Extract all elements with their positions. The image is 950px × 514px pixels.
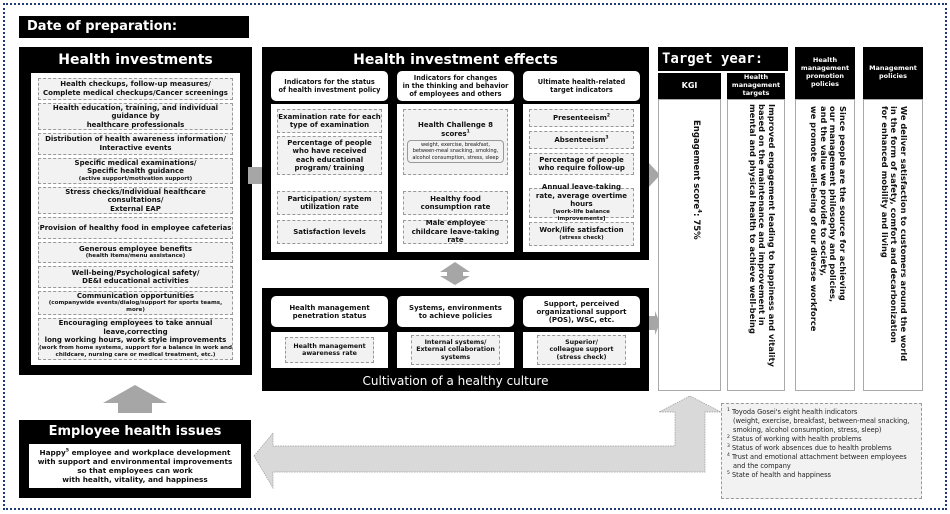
health-management-targets-text: Improved engagement leading to happiness… xyxy=(748,104,777,367)
footnote-line: and the company xyxy=(733,462,791,470)
management-policies-text: We deliver satisfaction to customers aro… xyxy=(880,106,909,362)
effects-col-body-policy-status: Examination rate for each type of examin… xyxy=(271,104,388,252)
indicator-presenteeism: Presenteeism2 xyxy=(529,109,634,127)
promotion-policies-body: Since people are the source for achievin… xyxy=(795,99,855,391)
effects-col-body-behavior-change: Health Challenge 8 scores1 weight, exerc… xyxy=(397,104,514,252)
effects-col-header-behavior-change: Indicators for changes in the thinking a… xyxy=(397,71,514,101)
footnote-line: smoking, alcohol consumption, stress, sl… xyxy=(733,426,882,434)
health-investments-list: Health checkups, follow-up measures/Comp… xyxy=(31,73,240,365)
health-investment-item: Stress checks/Individual healthcare cons… xyxy=(38,186,233,215)
effects-col-body-ultimate-targets: Presenteeism2 Absenteeism3 Percentage of… xyxy=(523,104,640,252)
indicator-absenteeism: Absenteeism3 xyxy=(529,131,634,149)
indicator-work-life-satisfaction: Work/life satisfaction (stress check) xyxy=(529,222,634,246)
culture-body-systems: Internal systems/ External collaboration… xyxy=(397,332,514,368)
health-investments-panel: Health investments Health checkups, foll… xyxy=(19,47,252,375)
health-investment-item: Distribution of health awareness informa… xyxy=(38,133,233,155)
indicator-examination-rate: Examination rate for each type of examin… xyxy=(277,109,382,133)
health-investment-item: Communication opportunities(companywide … xyxy=(38,290,233,316)
health-investment-item: Health education, training, and individu… xyxy=(38,102,233,131)
culture-header-support: Support, perceived organizational suppor… xyxy=(523,296,640,327)
employee-health-issues-text: Happy5 employee and workplace developmen… xyxy=(29,444,241,488)
employee-health-issues-title: Employee health issues xyxy=(48,424,222,439)
effects-col-header-ultimate-targets: Ultimate health-related target indicator… xyxy=(523,71,640,101)
management-policies-body: We deliver satisfaction to customers aro… xyxy=(863,99,923,391)
health-investment-item: Health checkups, follow-up measures/Comp… xyxy=(38,78,233,100)
health-investment-item: Well-being/Psychological safety/DE&I edu… xyxy=(38,266,233,288)
culture-superior-colleague-support: Superior/ colleague support (stress chec… xyxy=(537,335,626,365)
kgi-engagement-score: Engagement score4: 75% xyxy=(691,120,702,240)
date-of-preparation: Date of preparation: September 2025 xyxy=(19,16,249,56)
health-investments-title: Health investments xyxy=(58,52,213,68)
health-investment-effects-panel: Health investment effects Indicators for… xyxy=(262,47,649,260)
culture-title: Cultivation of a healthy culture xyxy=(362,374,549,388)
culture-header-penetration: Health management penetration status xyxy=(271,296,388,327)
culture-awareness-rate: Health management awareness rate xyxy=(285,337,374,363)
target-year-title: Target year: 2030 xyxy=(658,47,788,91)
footnote-line: 4 Trust and emotional attachment between… xyxy=(727,452,907,461)
indicator-follow-up-percentage: Percentage of people who require follow-… xyxy=(529,153,634,175)
indicator-annual-leave-overtime: Annual leave-taking rate, average overti… xyxy=(529,183,634,222)
footnote-line: (weight, exercise, breakfast, between-me… xyxy=(733,417,910,425)
health-investment-item: Generous employee benefits(health items/… xyxy=(38,241,233,264)
culture-header-systems: Systems, environments to achieve policie… xyxy=(397,296,514,327)
health-management-targets-header: Health management targets xyxy=(727,73,785,99)
management-policies-header: Management policies xyxy=(863,47,923,99)
footnotes-box: 1 Toyoda Gosei's eight health indicators… xyxy=(721,403,922,499)
health-investment-item: Encouraging employees to take annual lea… xyxy=(38,318,233,360)
indicator-healthy-food-rate: Healthy food consumption rate xyxy=(403,191,508,215)
outer-frame xyxy=(3,3,947,510)
health-management-targets-body: Improved engagement leading to happiness… xyxy=(727,99,785,391)
effects-col-header-policy-status: Indicators for the status of health inve… xyxy=(271,71,388,101)
indicator-childcare-leave-rate: Male employee childcare leave-taking rat… xyxy=(403,219,508,244)
employee-health-issues-panel: Employee health issues Happy5 employee a… xyxy=(19,420,251,498)
indicator-education-percentage: Percentage of people who have received e… xyxy=(277,136,382,175)
promotion-policies-header: Health management promotion policies xyxy=(795,47,855,99)
footnote-line: 3 Status of work absences due to health … xyxy=(727,443,892,452)
promotion-policies-text: Since people are the source for achievin… xyxy=(809,106,849,332)
culture-internal-external-systems: Internal systems/ External collaboration… xyxy=(411,335,500,365)
indicator-satisfaction-levels: Satisfaction levels xyxy=(277,220,382,244)
footnote-line: 1 Toyoda Gosei's eight health indicators xyxy=(727,407,858,416)
health-challenge-8-detail: weight, exercise, breakfast, between-mea… xyxy=(407,140,504,163)
footnote-line: 2 Status of working with health problems xyxy=(727,434,862,443)
indicator-participation-rate: Participation/ system utilization rate xyxy=(277,191,382,215)
healthy-culture-panel: Health management penetration status Sys… xyxy=(262,288,649,391)
culture-body-penetration: Health management awareness rate xyxy=(271,332,388,368)
footnote-line: 5 State of health and happiness xyxy=(727,470,831,479)
culture-body-support: Superior/ colleague support (stress chec… xyxy=(523,332,640,368)
indicator-health-challenge-8: Health Challenge 8 scores1 weight, exerc… xyxy=(403,109,508,175)
main-flow-arrow-head xyxy=(648,162,660,188)
effects-title: Health investment effects xyxy=(353,52,558,68)
health-investment-item: Specific medical examinations/Specific h… xyxy=(38,157,233,184)
kgi-body: Engagement score4: 75% xyxy=(658,99,721,391)
health-investment-item: Provision of healthy food in employee ca… xyxy=(38,217,233,239)
kgi-header: KGI xyxy=(658,73,721,99)
